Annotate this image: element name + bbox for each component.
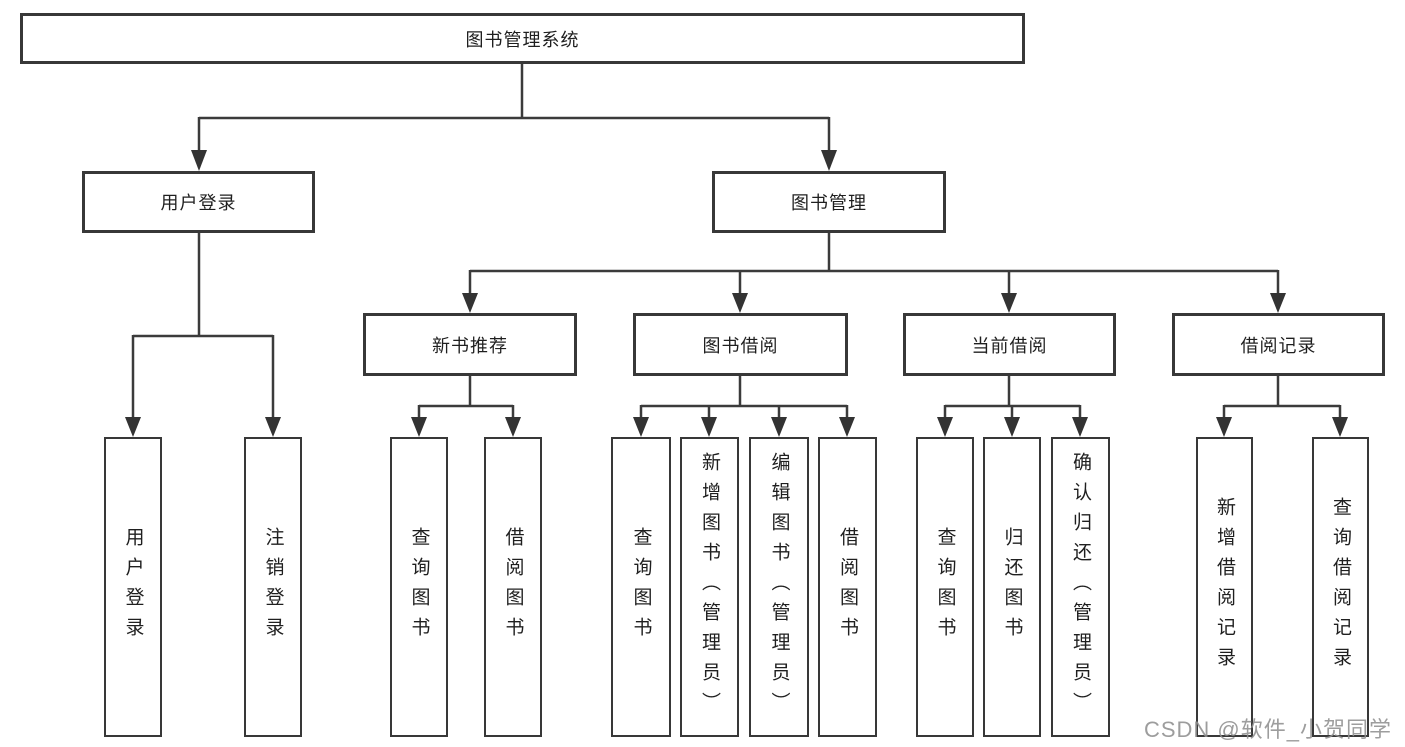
leaf-recommend-query-books: 查询图书 (390, 437, 448, 737)
node-label: 新增图书（管理员） (699, 452, 720, 722)
node-label: 新增借阅记录 (1214, 497, 1235, 677)
leaf-query-borrow-record: 查询借阅记录 (1312, 437, 1369, 737)
node-book-borrow: 图书借阅 (633, 313, 848, 376)
leaf-add-books-admin: 新增图书（管理员） (680, 437, 739, 737)
leaf-borrow-books: 借阅图书 (818, 437, 877, 737)
node-label: 新书推荐 (432, 335, 508, 356)
node-label: 编辑图书（管理员） (768, 452, 790, 722)
node-label: 用户登录 (160, 193, 237, 213)
node-label: 借阅图书 (502, 527, 524, 647)
node-current-borrow: 当前借阅 (903, 313, 1116, 376)
node-label: 查询图书 (630, 527, 652, 647)
leaf-add-borrow-record: 新增借阅记录 (1196, 437, 1253, 737)
node-label: 图书管理 (791, 193, 867, 213)
node-label: 查询图书 (934, 527, 956, 647)
leaf-edit-books-admin: 编辑图书（管理员） (749, 437, 809, 737)
leaf-borrow-query-books: 查询图书 (611, 437, 671, 737)
node-label: 借阅图书 (837, 527, 858, 647)
node-label: 用户登录 (122, 527, 144, 647)
node-label: 图书管理系统 (465, 29, 580, 50)
leaf-recommend-borrow-books: 借阅图书 (484, 437, 542, 737)
node-label: 当前借阅 (971, 335, 1048, 356)
node-borrow-records: 借阅记录 (1172, 313, 1385, 376)
leaf-user-login: 用户登录 (104, 437, 162, 737)
node-label: 查询图书 (408, 527, 430, 647)
node-label: 归还图书 (1001, 527, 1023, 647)
node-library-system: 图书管理系统 (20, 13, 1025, 64)
node-new-book-recommend: 新书推荐 (363, 313, 577, 376)
leaf-current-query-books: 查询图书 (916, 437, 974, 737)
arrowheads (125, 150, 1348, 437)
node-user-login: 用户登录 (82, 171, 315, 233)
node-label: 图书借阅 (702, 335, 779, 356)
node-label: 注销登录 (262, 527, 284, 647)
leaf-logout: 注销登录 (244, 437, 302, 737)
csdn-watermark: CSDN @软件_小贺同学 (1143, 717, 1392, 742)
leaf-confirm-return-admin: 确认归还（管理员） (1051, 437, 1110, 737)
node-label: 查询借阅记录 (1330, 497, 1351, 677)
node-book-management: 图书管理 (712, 171, 946, 233)
leaf-return-books: 归还图书 (983, 437, 1041, 737)
node-label: 借阅记录 (1240, 335, 1317, 356)
node-label: 确认归还（管理员） (1070, 452, 1091, 722)
